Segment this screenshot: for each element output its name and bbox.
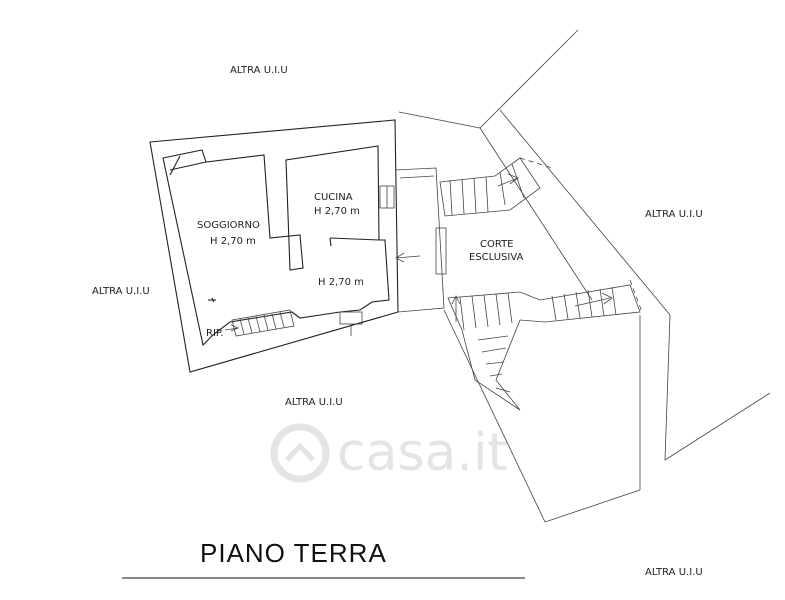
label-corte: CORTE xyxy=(480,239,514,250)
room-labels: SOGGIORNO H 2,70 m CUCINA H 2,70 m H 2,7… xyxy=(197,192,524,339)
internal-stair xyxy=(224,309,295,337)
label-cucina-height: H 2,70 m xyxy=(314,206,360,217)
neighbor-label-bottom-right: ALTRA U.I.U xyxy=(645,567,703,578)
label-cucina: CUCINA xyxy=(314,192,353,203)
site-boundary-lines xyxy=(398,29,771,523)
watermark: casa.it xyxy=(270,423,508,483)
neighbor-label-left: ALTRA U.I.U xyxy=(92,286,150,297)
neighbor-labels: ALTRA U.I.U ALTRA U.I.U ALTRA U.I.U ALTR… xyxy=(92,65,703,578)
neighbor-label-bottom: ALTRA U.I.U xyxy=(285,397,343,408)
label-esclusiva: ESCLUSIVA xyxy=(469,252,524,263)
floor-title: PIANO TERRA xyxy=(200,538,387,568)
neighbor-label-top: ALTRA U.I.U xyxy=(230,65,288,76)
label-soggiorno-height: H 2,70 m xyxy=(210,236,256,247)
court-stairs xyxy=(439,157,643,411)
house-walls xyxy=(149,119,399,373)
doors xyxy=(339,185,395,336)
label-ripostiglio: RIP. xyxy=(206,328,224,339)
label-hall-height: H 2,70 m xyxy=(318,277,364,288)
watermark-text: casa.it xyxy=(337,423,508,483)
passage xyxy=(394,167,447,313)
neighbor-label-right: ALTRA U.I.U xyxy=(645,209,703,220)
label-soggiorno: SOGGIORNO xyxy=(197,220,260,231)
